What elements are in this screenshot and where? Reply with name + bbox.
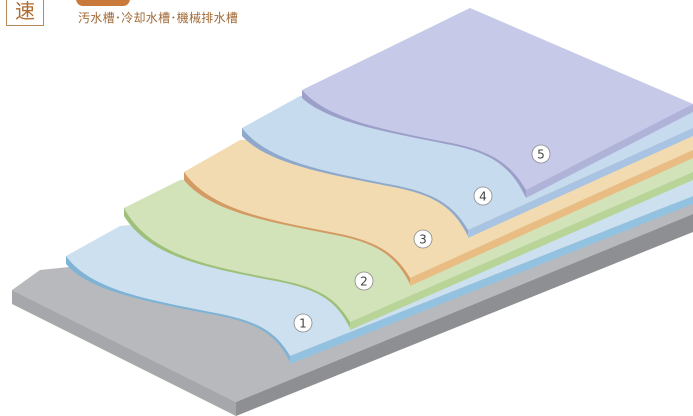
layer-5-strip: [526, 104, 693, 198]
layer-number-5-label: 5: [537, 148, 545, 162]
layer-number-4: 4: [473, 186, 493, 206]
layer-2-strip: [350, 172, 693, 330]
layer-number-1: 1: [293, 313, 313, 333]
layer-number-2: 2: [354, 271, 374, 291]
layer-number-1-label: 1: [299, 317, 307, 331]
speed-tag-char: 速: [15, 0, 35, 23]
application-subtitle: 汚水槽･冷却水槽･機械排水槽: [78, 11, 239, 25]
base-side: [236, 214, 693, 416]
layer-5: [302, 8, 693, 198]
layer-number-2-circle: [354, 271, 374, 291]
layer-1-strip: [290, 196, 693, 364]
layer-number-2-label: 2: [360, 275, 368, 289]
speed-tag: 速: [6, 0, 44, 26]
layer-number-3-circle: [413, 229, 433, 249]
base-front: [12, 290, 236, 416]
category-pill: [76, 0, 130, 6]
layer-number-3-label: 3: [419, 233, 427, 247]
layer-5-top: [302, 8, 693, 190]
layer-number-1-circle: [293, 313, 313, 333]
layer-number-3: 3: [413, 229, 433, 249]
layer-number-5-circle: [531, 144, 551, 164]
layer-number-4-label: 4: [479, 190, 487, 204]
layer-3-strip: [410, 150, 693, 286]
layer-number-5: 5: [531, 144, 551, 164]
layer-number-4-circle: [473, 186, 493, 206]
layer-4-strip: [468, 128, 693, 238]
header: 速 汚水槽･冷却水槽･機械排水槽: [0, 0, 693, 40]
